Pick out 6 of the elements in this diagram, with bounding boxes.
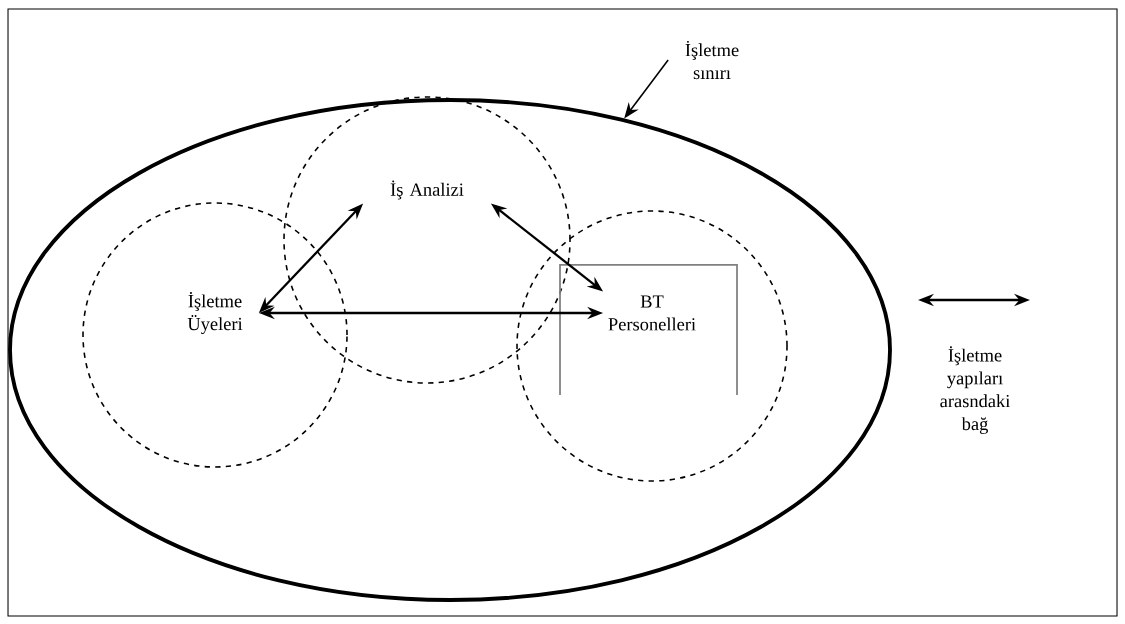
legend-text: İşletme yapıları arasndaki bağ xyxy=(940,346,1010,434)
circle-label: BT Personelleri xyxy=(608,295,696,331)
circle-label: İş Analizi xyxy=(390,180,464,200)
boundary-label: İşletme sınırı xyxy=(685,40,739,80)
circle-label: İşletme Üyeleri xyxy=(187,292,243,334)
boundary-ellipse xyxy=(8,98,892,602)
